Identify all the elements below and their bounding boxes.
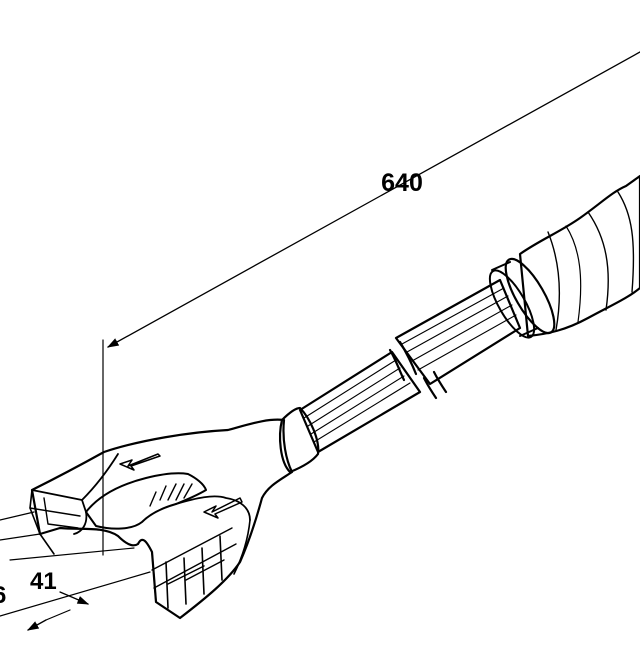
width-dimension: 41 6 <box>0 511 151 631</box>
dimension-line-length <box>106 51 640 348</box>
neck-collar <box>279 406 320 474</box>
handle-ferrule <box>488 257 556 339</box>
length-label: 640 <box>381 169 423 197</box>
wrench-head <box>29 418 294 620</box>
length-dimension: 640 <box>102 51 640 556</box>
partial-dimension-label: 6 <box>0 582 6 609</box>
width-label: 41 <box>30 568 57 595</box>
direction-arrow-upper <box>119 453 161 471</box>
direction-arrow-lower <box>203 497 243 519</box>
handle-grip <box>518 174 640 338</box>
shaft <box>298 278 522 454</box>
